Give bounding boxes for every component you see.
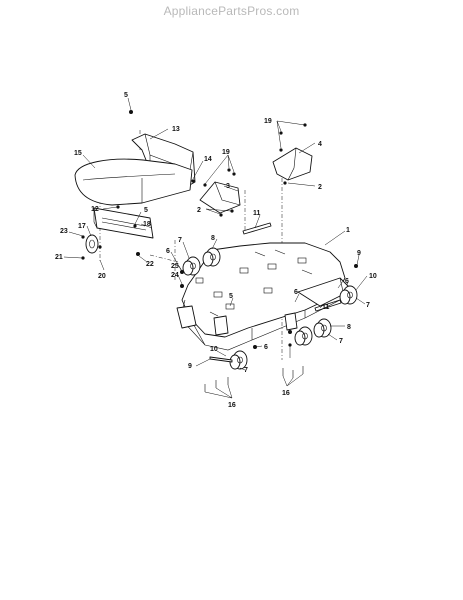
callout-6: 6 bbox=[345, 278, 349, 285]
callout-10: 10 bbox=[210, 346, 218, 353]
callout-2: 2 bbox=[197, 207, 201, 214]
part-10-axle-bolt bbox=[209, 356, 233, 363]
callout-19: 19 bbox=[222, 149, 230, 156]
part-15-belt-cover bbox=[74, 158, 193, 206]
part-3-cover bbox=[199, 181, 241, 214]
part-4-side-cover bbox=[272, 147, 313, 181]
callout-24: 24 bbox=[171, 272, 179, 279]
callout-9: 9 bbox=[357, 250, 361, 257]
callout-6: 6 bbox=[166, 248, 170, 255]
callout-14: 14 bbox=[204, 156, 212, 163]
callout-5: 5 bbox=[124, 92, 128, 99]
watermark: AppliancePartsPros.com bbox=[163, 4, 300, 18]
callout-22: 22 bbox=[146, 261, 154, 268]
part-12-bracket bbox=[93, 207, 154, 239]
wheel-right-lower bbox=[294, 326, 313, 346]
callout-7: 7 bbox=[339, 338, 343, 345]
callout-16: 16 bbox=[228, 402, 236, 409]
wheel-left-upper bbox=[182, 256, 201, 276]
callout-7: 7 bbox=[244, 367, 248, 374]
callout-9: 9 bbox=[188, 363, 192, 370]
leader-lines bbox=[63, 97, 368, 399]
callout-11: 11 bbox=[253, 210, 261, 217]
callout-25: 25 bbox=[171, 263, 179, 270]
part-7-wheels bbox=[182, 247, 358, 370]
part-16-pins bbox=[204, 366, 304, 392]
callout-19: 19 bbox=[264, 118, 272, 125]
wheel-right-mid bbox=[313, 318, 332, 338]
callout-8: 8 bbox=[211, 235, 215, 242]
part-17-pulley bbox=[85, 234, 99, 254]
callout-4: 4 bbox=[318, 141, 322, 148]
callout-5: 5 bbox=[229, 293, 233, 300]
callout-8: 8 bbox=[347, 324, 351, 331]
callout-17: 17 bbox=[78, 223, 86, 230]
callout-11: 11 bbox=[322, 304, 330, 311]
callout-21: 21 bbox=[55, 254, 63, 261]
callout-16: 16 bbox=[282, 390, 290, 397]
callout-2: 2 bbox=[318, 184, 322, 191]
callout-10: 10 bbox=[369, 273, 377, 280]
deck-front-skirt bbox=[176, 305, 298, 336]
wheel-left-mid bbox=[202, 247, 221, 267]
callout-7: 7 bbox=[178, 237, 182, 244]
callout-5: 5 bbox=[144, 207, 148, 214]
callout-6: 6 bbox=[264, 344, 268, 351]
wheel-right-upper bbox=[339, 285, 358, 305]
callout-6: 6 bbox=[294, 289, 298, 296]
callout-12: 12 bbox=[91, 206, 99, 213]
callout-numbers: 5 13 15 14 19 3 2 12 5 18 11 17 23 21 20… bbox=[55, 92, 377, 409]
callout-1: 1 bbox=[346, 227, 350, 234]
callout-15: 15 bbox=[74, 150, 82, 157]
callout-23: 23 bbox=[60, 228, 68, 235]
callout-7: 7 bbox=[366, 302, 370, 309]
callout-18: 18 bbox=[143, 221, 151, 228]
callout-13: 13 bbox=[172, 126, 180, 133]
callout-20: 20 bbox=[98, 273, 106, 280]
callout-3: 3 bbox=[226, 183, 230, 190]
